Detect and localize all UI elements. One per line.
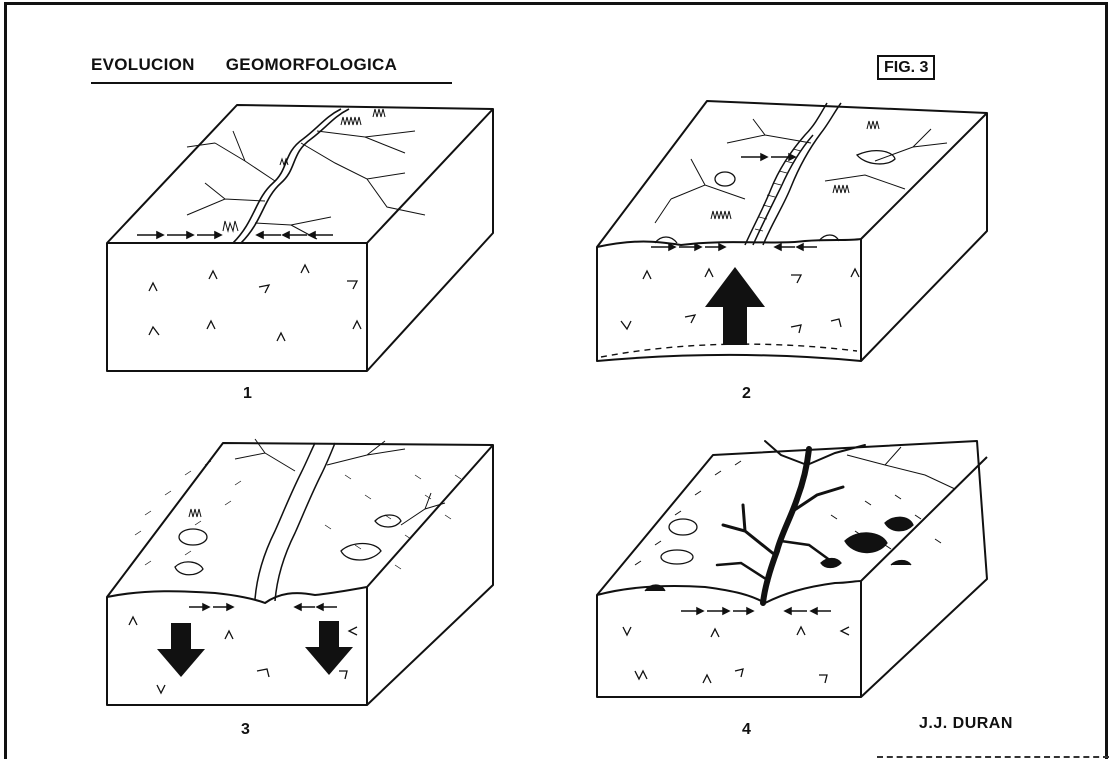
block-diagram-4 (595, 435, 991, 707)
block-diagram-2 (595, 99, 991, 371)
panel-number-3: 3 (241, 721, 250, 739)
title-underline (91, 82, 452, 84)
author-credit: J.J. DURAN (919, 715, 1013, 733)
figure-label: FIG. 3 (877, 55, 935, 80)
block-diagram-3 (105, 435, 499, 707)
panel-number-1: 1 (243, 385, 252, 403)
bottom-rule (877, 756, 1109, 758)
panel-number-2: 2 (742, 385, 751, 403)
figure-sheet: EVOLUCION GEOMORFOLOGICA FIG. 3 (4, 2, 1108, 759)
block-diagram-1 (105, 103, 497, 375)
panel-number-4: 4 (742, 721, 751, 739)
figure-title: EVOLUCION GEOMORFOLOGICA (91, 55, 397, 75)
